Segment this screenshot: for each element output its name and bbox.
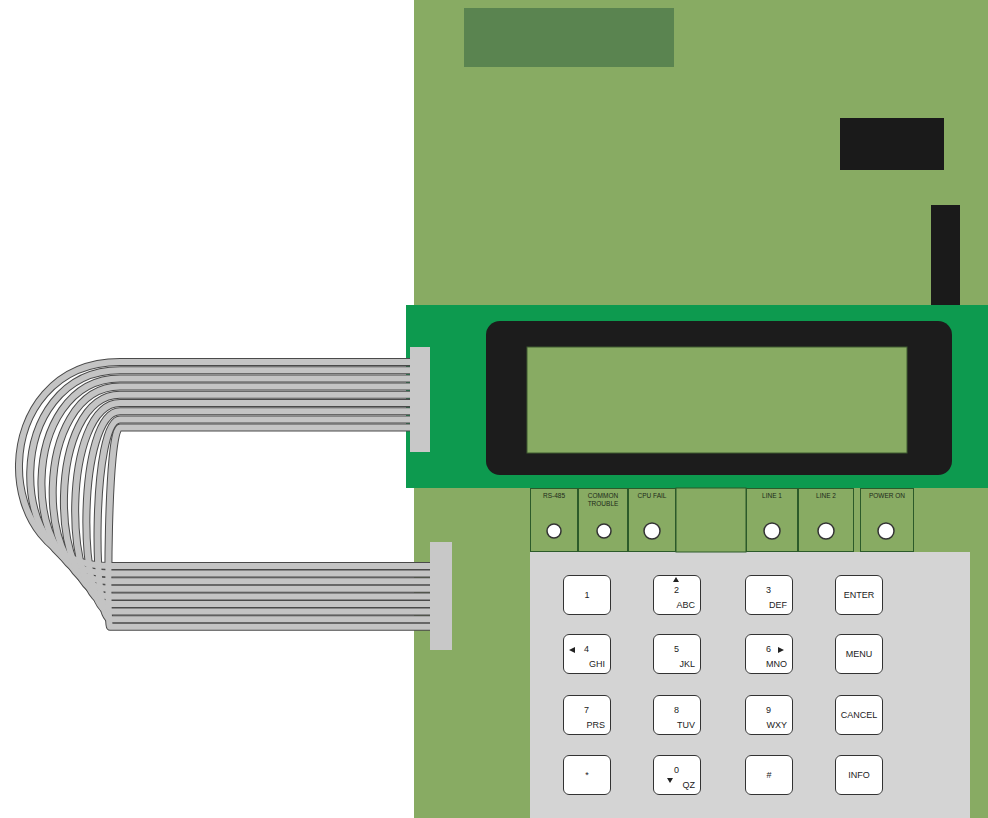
led xyxy=(597,524,611,538)
keypad-key: 4GHI xyxy=(563,634,611,674)
key-label: 2 xyxy=(674,585,679,596)
keypad-key: INFO xyxy=(835,755,883,795)
key-letters: JKL xyxy=(679,659,695,670)
keypad-key: 2ABC xyxy=(653,575,701,615)
keypad-key: MENU xyxy=(835,634,883,674)
key-label: 7 xyxy=(584,705,589,716)
key-label: 4 xyxy=(584,644,589,655)
key-letters: PRS xyxy=(586,720,605,731)
key-letters: DEF xyxy=(769,600,787,611)
cable-connector xyxy=(430,542,452,650)
led xyxy=(818,523,834,539)
key-label: ENTER xyxy=(836,590,882,601)
cable-wire xyxy=(108,428,432,627)
keypad-key: 3DEF xyxy=(745,575,793,615)
keypad-key: 7PRS xyxy=(563,695,611,735)
key-label: CANCEL xyxy=(836,710,882,721)
key-letters: GHI xyxy=(589,659,605,670)
key-cap xyxy=(563,755,611,795)
key-cap xyxy=(563,634,611,674)
key-label: 0 xyxy=(674,765,679,776)
keypad-key: ENTER xyxy=(835,575,883,615)
key-label: 8 xyxy=(674,705,679,716)
led xyxy=(547,524,561,538)
empty-led-cell xyxy=(676,488,746,552)
led xyxy=(878,523,894,539)
led-label: LINE 2 xyxy=(799,492,853,500)
key-cap xyxy=(745,755,793,795)
keypad-key: 1 xyxy=(563,575,611,615)
keypad-key: # xyxy=(745,755,793,795)
lcd-bezel xyxy=(486,321,952,475)
cable-wire xyxy=(98,419,432,619)
key-cap xyxy=(653,575,701,615)
cable-wire xyxy=(86,411,432,611)
key-cap xyxy=(835,695,883,735)
board-connector xyxy=(931,205,960,305)
key-letters: ABC xyxy=(676,600,695,611)
key-label: MENU xyxy=(836,649,882,660)
key-caps xyxy=(563,575,883,795)
key-cap xyxy=(653,695,701,735)
led-label-cell: RS-485 xyxy=(530,488,578,552)
right-arrow xyxy=(778,647,784,653)
key-cap xyxy=(835,755,883,795)
led xyxy=(764,523,780,539)
key-cap xyxy=(835,634,883,674)
ribbon-cable xyxy=(19,362,432,627)
key-cap xyxy=(653,634,701,674)
key-label: 6 xyxy=(766,644,771,655)
up-arrow xyxy=(673,577,679,582)
led-label-cell: LINE 2 xyxy=(798,488,854,552)
key-label: INFO xyxy=(836,770,882,781)
key-label: * xyxy=(564,770,610,781)
down-arrow xyxy=(667,778,673,783)
led-label-cell: CPU FAIL xyxy=(628,488,676,552)
led xyxy=(644,523,660,539)
lcd-screen xyxy=(527,347,907,453)
keypad-membrane xyxy=(530,552,970,818)
key-cap xyxy=(563,695,611,735)
key-letters: WXY xyxy=(766,720,787,731)
key-cap xyxy=(653,755,701,795)
key-cap xyxy=(835,575,883,615)
key-cap xyxy=(745,634,793,674)
key-cap xyxy=(745,695,793,735)
key-cap xyxy=(563,575,611,615)
key-letters: QZ xyxy=(683,780,696,791)
keypad-key: CANCEL xyxy=(835,695,883,735)
led-indicators xyxy=(547,523,894,539)
key-label: 5 xyxy=(674,644,679,655)
left-arrow xyxy=(569,647,575,653)
led-label: POWER ON xyxy=(861,492,913,500)
led-label: COMMON TROUBLE xyxy=(579,492,627,507)
led-label-cell: LINE 1 xyxy=(746,488,798,552)
key-label: 3 xyxy=(766,585,771,596)
cable-connector xyxy=(410,347,430,452)
keypad-key: * xyxy=(563,755,611,795)
main-board xyxy=(414,0,988,818)
keypad-key: 9WXY xyxy=(745,695,793,735)
key-letters: MNO xyxy=(766,659,787,670)
led-label-cell: POWER ON xyxy=(860,488,914,552)
display-board xyxy=(406,305,988,488)
keypad-key: 0QZ xyxy=(653,755,701,795)
led-label: RS-485 xyxy=(531,492,577,500)
keypad-key: 5JKL xyxy=(653,634,701,674)
key-label: 1 xyxy=(564,590,610,601)
board-chip xyxy=(840,118,944,170)
led-label-cell: COMMON TROUBLE xyxy=(578,488,628,552)
arrow-symbols xyxy=(569,577,784,783)
key-label: # xyxy=(746,770,792,781)
board-component xyxy=(464,8,674,67)
key-label: 9 xyxy=(766,705,771,716)
led-label: LINE 1 xyxy=(747,492,797,500)
keypad-key: 8TUV xyxy=(653,695,701,735)
key-letters: TUV xyxy=(677,720,695,731)
led-label: CPU FAIL xyxy=(629,492,675,500)
cable-wire xyxy=(75,403,432,604)
key-cap xyxy=(745,575,793,615)
keypad-key: 6MNO xyxy=(745,634,793,674)
